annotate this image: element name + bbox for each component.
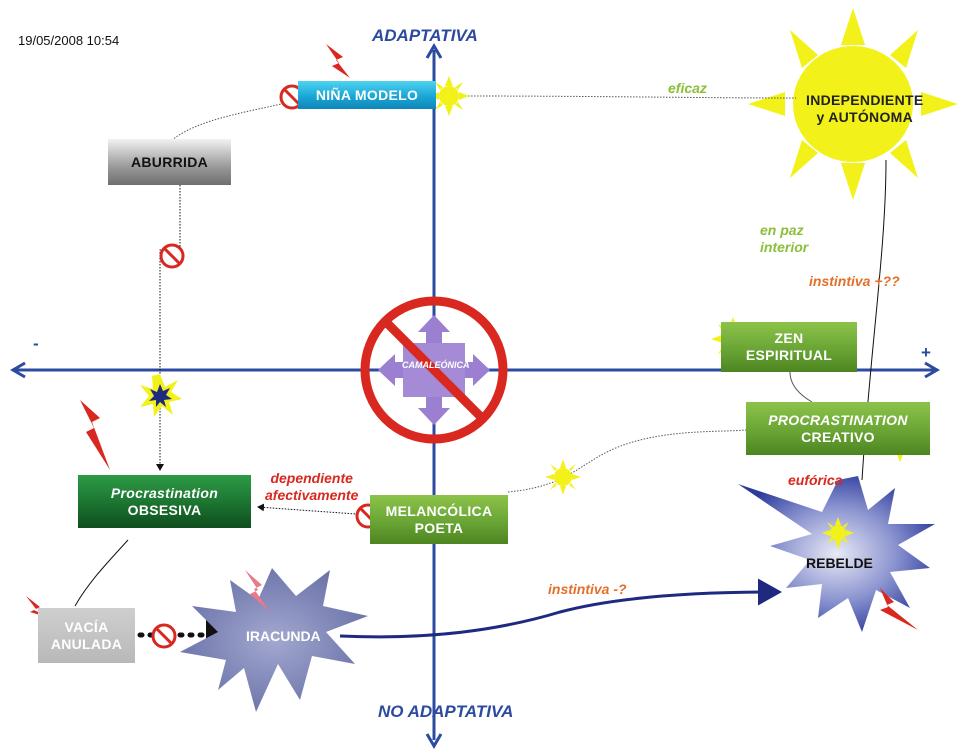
- connector-nina-aburrida: [171, 99, 299, 141]
- axis-label-top: ADAPTATIVA: [372, 26, 478, 45]
- axis-arrow-top-icon: [425, 43, 443, 59]
- annotation-dependiente: dependiente afectivamente: [265, 470, 358, 504]
- node-rebelde: REBELDE: [806, 555, 873, 571]
- forbidden-icon-large: [360, 296, 508, 444]
- forbidden-icon: [151, 623, 177, 649]
- forbidden-icon: [159, 243, 185, 269]
- axis-arrow-bottom-icon: [425, 733, 443, 749]
- lightning-icon: [326, 44, 350, 78]
- node-label-line1: Procrastination: [110, 484, 219, 501]
- annotation-line1: dependiente: [270, 470, 353, 486]
- annotation-line1: en paz: [760, 222, 804, 238]
- node-zen-espiritual: ZEN ESPIRITUAL: [721, 322, 857, 372]
- rebelde-burst-shape: [738, 476, 935, 632]
- axis-label-bottom: NO ADAPTATIVA: [378, 702, 514, 721]
- node-procrastination-creativo: PROCRASTINATION CREATIVO: [746, 402, 930, 455]
- axis-arrow-right-icon: [924, 361, 940, 379]
- node-label: ABURRIDA: [130, 153, 209, 170]
- node-label-line2: CREATIVO: [801, 428, 875, 445]
- connector-zen-creativo: [789, 371, 813, 403]
- node-label-line2: y AUTÓNOMA: [816, 109, 914, 125]
- node-label-line2: POETA: [414, 519, 464, 536]
- lightning-icon: [880, 588, 918, 630]
- node-iracunda: IRACUNDA: [246, 628, 321, 644]
- axis-sign-minus: -: [33, 334, 39, 353]
- timestamp: 19/05/2008 10:54: [18, 33, 120, 48]
- node-melancolica-poeta: MELANCÓLICA POETA: [370, 495, 508, 544]
- node-label-line1: MELANCÓLICA: [385, 502, 493, 519]
- annotation-en-paz: en paz interior: [760, 222, 808, 256]
- burst-icon: [140, 374, 182, 417]
- connector-melancolica-creativo: [507, 429, 747, 493]
- annotation-line2: interior: [760, 239, 809, 255]
- lightning-icon: [26, 596, 50, 618]
- node-aburrida: ABURRIDA: [108, 139, 231, 185]
- sun-icon-large: [748, 8, 958, 200]
- lightning-icon: [80, 400, 110, 470]
- annotation-euforica: eufórica: [788, 472, 843, 488]
- connector-nina-independiente: [464, 95, 797, 99]
- node-label-line1: ZEN: [774, 330, 804, 346]
- node-label: NIÑA MODELO: [315, 86, 419, 103]
- axis-sign-plus: +: [921, 343, 931, 362]
- node-label-line1: VACÍA: [64, 618, 109, 635]
- node-label-line1: PROCRASTINATION: [768, 411, 908, 428]
- connector-iracunda-rebelde: [339, 578, 782, 639]
- node-nina-modelo: NIÑA MODELO: [298, 81, 436, 109]
- center-label: CAMALEÓNICA: [402, 360, 470, 370]
- node-vacia-anulada: VACÍA ANULADA: [38, 608, 135, 663]
- node-label-line2: OBSESIVA: [127, 501, 202, 518]
- annotation-line2: afectivamente: [265, 487, 359, 503]
- iracunda-burst-shape: [180, 568, 368, 712]
- annotation-instintiva-plus: instintiva +??: [809, 273, 900, 289]
- connector-obsesiva-vacia: [74, 539, 129, 607]
- connector-aburrida-obsesiva: [156, 185, 181, 471]
- axis-arrow-left-icon: [10, 361, 26, 379]
- node-label-line2: ESPIRITUAL: [745, 347, 833, 363]
- connector-melancolica-obsesiva: [257, 503, 371, 516]
- sun-icon: [545, 459, 581, 495]
- node-procrastination-obsesiva: Procrastination OBSESIVA: [78, 475, 251, 528]
- node-label-line1: INDEPENDIENTE: [806, 92, 924, 108]
- node-label-line2: ANULADA: [50, 635, 123, 652]
- annotation-eficaz: eficaz: [668, 80, 707, 96]
- node-independiente: INDEPENDIENTE y AUTÓNOMA: [806, 92, 923, 126]
- annotation-instintiva-minus: instintiva -?: [548, 581, 627, 597]
